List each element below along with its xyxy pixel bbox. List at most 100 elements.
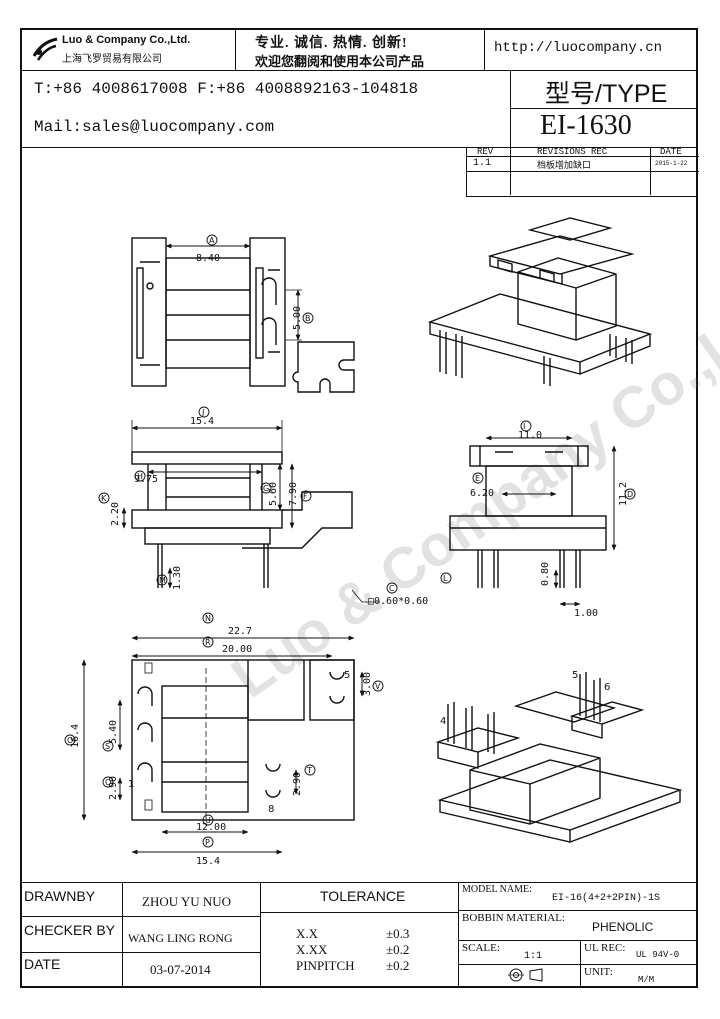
pin-1: 1 — [128, 779, 134, 790]
unit-label: UNIT: — [584, 966, 613, 978]
dim-bottom-inner: 12.00 — [196, 822, 226, 833]
tol-label-2: X.XX — [296, 942, 328, 957]
svg-text:H: H — [137, 472, 143, 481]
dim-bottom-pitch3: 3.00 — [362, 672, 373, 696]
pin-5-bottom: 5 — [344, 670, 350, 681]
drawnby-label: DRAWNBY — [24, 888, 96, 904]
dim-side-height: 11.2 — [618, 482, 629, 506]
scale-hline — [458, 964, 698, 965]
tol-label-1: X.X — [296, 926, 319, 941]
revision-note: 档板增加缺口 — [537, 160, 592, 170]
bottom-view — [131, 659, 355, 821]
dim-front-pin: 1.30 — [172, 566, 183, 590]
dim-bottom-pitch2: 2.90 — [108, 776, 119, 800]
company-name-cn: 上海飞罗贸易有限公司 — [62, 54, 162, 65]
dim-top-width: 8.40 — [196, 253, 220, 264]
drawing-frame — [20, 28, 698, 988]
svg-text:C: C — [389, 584, 395, 593]
slogan-line2: 欢迎您翻阅和使用本公司产品 — [255, 54, 425, 69]
model-value: EI-16(4+2+2PIN)-1S — [552, 893, 661, 904]
website-link[interactable]: http://luocompany.cn — [494, 40, 663, 56]
model-label: MODEL NAME: — [462, 884, 532, 895]
model-hline — [458, 910, 698, 911]
phone-fax: T:+86 4008617008 F:+86 4008892163-104818 — [34, 80, 419, 98]
front-view — [131, 451, 353, 588]
scale-value: 1:1 — [524, 951, 543, 962]
type-divider — [510, 108, 698, 109]
dim-front-h2: 7.90 — [288, 482, 299, 506]
dim-front-width: 15.4 — [190, 416, 214, 427]
unit-value: M/M — [638, 975, 655, 985]
ulrec-value: UL 94V-0 — [636, 950, 680, 960]
svg-text:V: V — [375, 682, 381, 691]
title-block-top — [20, 882, 698, 883]
checker-label: CHECKER BY — [24, 922, 116, 938]
svg-text:E: E — [475, 474, 480, 483]
scale-label: SCALE: — [462, 942, 500, 954]
date-header: DATE — [660, 147, 682, 157]
pin-8: 8 — [268, 804, 274, 815]
svg-text:I: I — [523, 422, 525, 431]
bobbin-label: BOBBIN MATERIAL: — [462, 912, 565, 924]
header-vline-1 — [235, 28, 236, 70]
date-label: DATE — [24, 956, 61, 972]
svg-text:F: F — [303, 492, 308, 501]
tolerance-hline — [260, 912, 458, 913]
company-name: Luo & Company Co.,Ltd. — [62, 34, 191, 46]
tol-label-3: PINPITCH — [296, 958, 355, 973]
dim-top-pitch: 5.00 — [292, 306, 303, 330]
pin-6: 6 — [604, 682, 610, 693]
rev-value: 1.1 — [473, 158, 492, 169]
svg-text:U: U — [205, 816, 211, 825]
title-vline-3 — [458, 882, 459, 988]
tol-value-2: ±0.2 — [386, 942, 410, 957]
bobbin-value: PHENOLIC — [592, 920, 654, 934]
svg-text:O: O — [67, 736, 73, 745]
slogan-line1: 专业. 诚信. 热情. 创新! — [255, 36, 408, 51]
dim-side-pin: 0.80 — [540, 562, 551, 586]
pin-5: 5 — [572, 670, 578, 681]
scale-vline — [580, 940, 581, 988]
dim-pin-section: □0.60*0.60 — [368, 596, 428, 607]
isometric-view-top — [427, 217, 653, 386]
title-vline-2 — [260, 882, 261, 988]
title-hline-1 — [20, 916, 260, 917]
svg-text:J: J — [201, 408, 204, 417]
rev-header: REV — [477, 147, 494, 157]
revision-table: REV REVISIONS REC DATE 1.1 档板增加缺口 2015-1… — [466, 147, 699, 197]
checker-value: WANG LING RONG — [128, 931, 233, 945]
dim-bottom-width: 20.00 — [222, 644, 252, 655]
svg-text:T: T — [306, 766, 312, 775]
title-hline-2 — [20, 952, 260, 953]
svg-text:D: D — [627, 490, 633, 499]
svg-text:Luo & Company Co.,Ltd. 上海飞罗贸易有: Luo & Company Co.,Ltd. 上海飞罗贸易有限公司 — [220, 0, 720, 711]
svg-text:Q: Q — [105, 778, 111, 787]
dim-side-width: 11.0 — [518, 430, 542, 441]
dim-bottom-height: 16.4 — [70, 724, 81, 748]
dim-front-base: 2.20 — [110, 502, 121, 526]
bobbin-hline — [458, 940, 698, 941]
svg-text:N: N — [205, 614, 211, 623]
company-logo-icon — [30, 34, 60, 64]
header-row-divider — [20, 70, 698, 71]
tol-value-1: ±0.3 — [386, 926, 410, 941]
projection-symbol-icon — [506, 966, 546, 984]
svg-text:A: A — [209, 236, 215, 245]
revision-date: 2015-1-22 — [655, 160, 688, 167]
type-label: 型号/TYPE — [545, 80, 668, 108]
dim-front-h1: 5.60 — [268, 482, 279, 506]
date-value: 03-07-2014 — [150, 962, 211, 977]
watermark: Luo & Company Co.,Ltd. 上海飞罗贸易有限公司 — [220, 0, 720, 711]
type-value: EI-1630 — [540, 110, 632, 141]
dim-side-pitch: 1.00 — [574, 608, 598, 619]
dim-side-inner: 6.20 — [470, 488, 494, 499]
svg-text:B: B — [305, 314, 311, 323]
pin-4: 4 — [440, 716, 446, 727]
mail-address[interactable]: Mail:sales@luocompany.com — [34, 118, 275, 136]
svg-text:M: M — [159, 576, 166, 585]
title-vline-1 — [122, 882, 123, 988]
dim-front-inner: 9.75 — [134, 474, 158, 485]
tol-value-3: ±0.2 — [386, 958, 410, 973]
header-divider — [20, 147, 698, 148]
